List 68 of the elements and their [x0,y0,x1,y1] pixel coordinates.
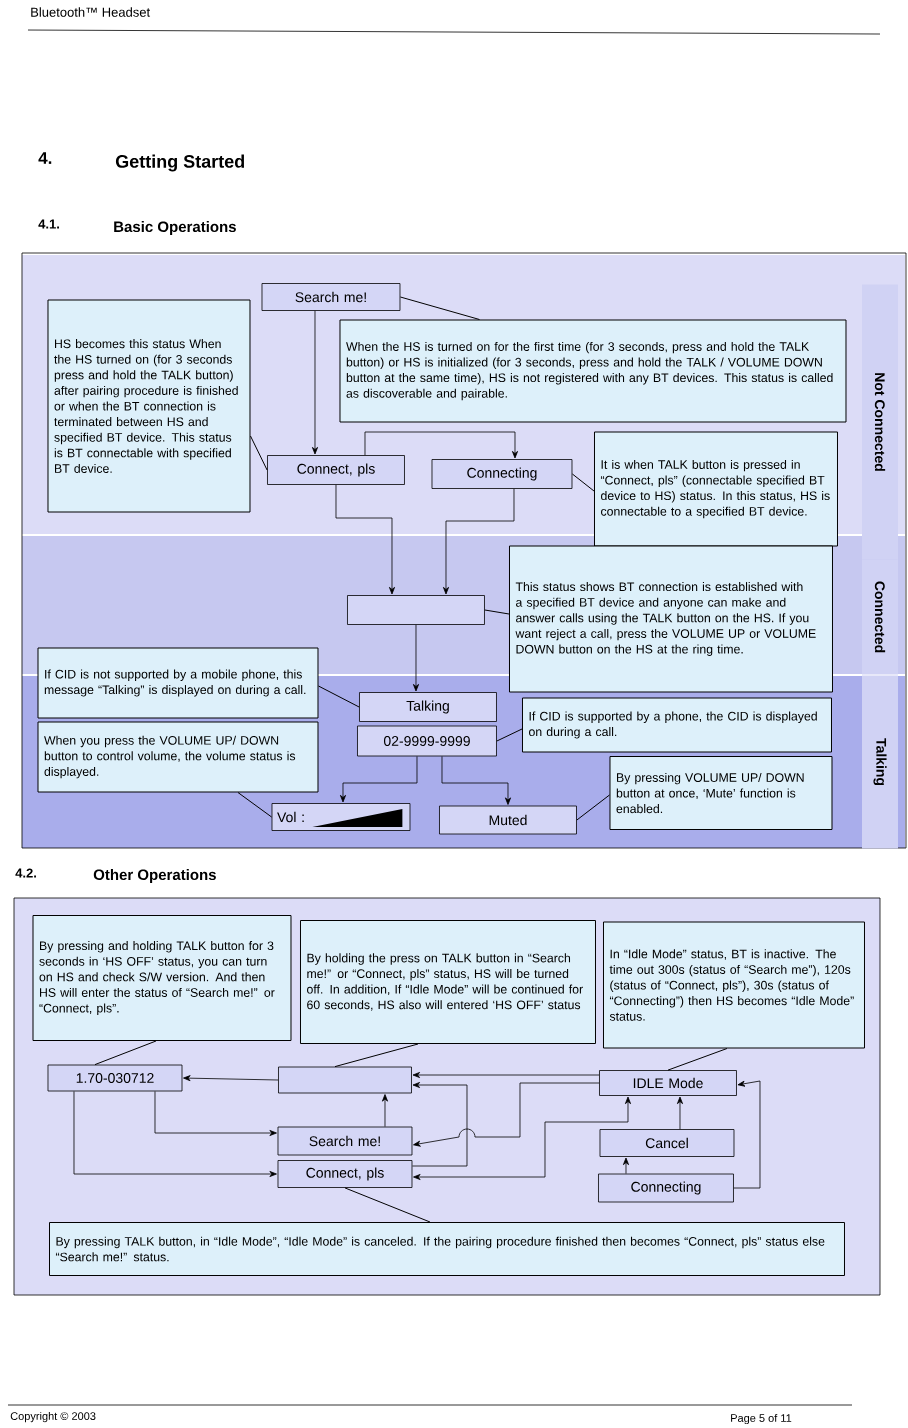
state-box: Search me! [277,1126,413,1156]
state-box: Connect, pls [267,455,405,485]
section-heading: Basic Operations [114,221,236,235]
leader-line [237,792,273,818]
arrow [73,1091,277,1177]
arrow [312,310,318,455]
arrow [413,1082,600,1147]
callout-bubble: If CID is supported by a phone, the CID is displayed on during a call. [522,697,832,753]
arrow [154,1091,277,1136]
node-label: Talking [873,738,887,786]
header-text: Bluetooth™ Headset [31,7,151,17]
callout-bubble: It is when TALK button is pressed in “Connect, pls” (connectable specified BT device to HS) status. In this status, HS is connectable to a specified BT device. [594,431,838,547]
leader-line [496,728,523,742]
arrow [382,1094,388,1127]
leader-line [344,1187,431,1223]
leader-line [571,473,595,492]
state-box: Cancel [599,1129,735,1157]
state-box [278,1066,412,1094]
arrow [340,756,418,803]
arrow [677,1096,683,1130]
arrow [364,431,518,459]
leader-line [318,685,360,708]
section-number: 4.1. [38,219,59,229]
arrow [623,1157,629,1174]
band-tab: Connected [862,559,898,675]
section-title: Getting Started [115,154,244,172]
arrow [183,1075,279,1082]
callout-bubble: If CID is not supported by a mobile phone, this message “Talking” is displayed on during a call. [37,647,319,719]
state-box: Connecting [598,1173,734,1203]
state-box: IDLE Mode [599,1070,737,1096]
leader-line [484,609,510,615]
callout-bubble: By holding the press on TALK button in “Search me!” or “Connect, pls” status, HS will be turned off. In addition, If “Idle Mode” will be continued for 60 seconds, HS also will entered ‘HS OFF’ status [300,920,596,1044]
callout-bubble: When the HS is turned on for the first time (for 3 seconds, press and hold the TALK button) or HS is initialized (for 3 seconds, press and hold the TALK / VOLUME DOWN button at the same time), HS is not registered with any BT devices. This status is called as discoverable and pairable. [339,319,847,423]
section-number: 4. [38,152,52,164]
node-label: Connected [874,581,886,653]
leader-line [250,435,268,471]
callout-bubble: HS becomes this status When the HS turned on (for 3 seconds press and hold the TALK button) after pairing procedure is finished or when the BT connection is terminated between HS and specified BT device. This status is BT connectable with specified BT device. [47,299,251,513]
arrow [443,488,515,595]
state-box: Talking [359,692,497,722]
state-box: 02-9999-9999 [357,725,497,757]
arrow [413,1096,631,1180]
band-tab: Talking [862,675,898,849]
arrow [335,484,395,595]
state-box [347,595,485,625]
arrow [412,1082,468,1167]
leader-line [334,1043,419,1068]
arrow [733,1080,761,1189]
arrow [441,756,511,805]
section-heading: Other Operations [93,869,216,883]
callout-bubble: By pressing TALK button, in “Idle Mode”, “Idle Mode” is canceled. If the pairing procedure finished then becomes “Connect, pls” status else “Search me!” status. [49,1222,845,1276]
state-box: Muted [439,805,577,835]
leader-line [399,296,480,320]
section-number: 4.2. [15,868,36,878]
state-box: Connect, pls [277,1160,413,1188]
callout-bubble: By pressing VOLUME UP/ DOWN button at once, ‘Mute’ function is enabled. [609,756,833,830]
callout-bubble: By pressing and holding TALK button for 3 seconds in ‘HS OFF’ status, you can turn on HS and check S/W version. And then HS will enter the status of “Search me!” or “Connect, pls”. [32,915,292,1041]
copyright-text: Copyright © 2003 [10,1411,96,1423]
leader-line [576,794,610,821]
state-box: 1.70-030712 [47,1064,183,1092]
arrow [413,624,419,692]
node-label: Not Connected [874,373,886,471]
callout-bubble: In “Idle Mode” status, BT is inactive. The time out 300s (status of “Search me”), 120s (status of “Connect, pls”), 30s (status of “Connecting”) then HS becomes “Idle Mode” status. [603,921,865,1049]
page-number: Page 5 of 11 [731,1413,792,1425]
callout-bubble: This status shows BT connection is established with a specified BT device and anyone can make and answer calls using the TALK button on the HS. If you want reject a call, press the VOLUME UP or VOLUME DOWN button on the HS at the ring time. [509,545,833,693]
callout-bubble: When you press the VOLUME UP/ DOWN button to control volume, the volume status is displayed. [37,721,319,793]
arrow [412,1072,600,1078]
state-box: Connecting [431,459,573,489]
state-box: Search me! [261,283,401,311]
